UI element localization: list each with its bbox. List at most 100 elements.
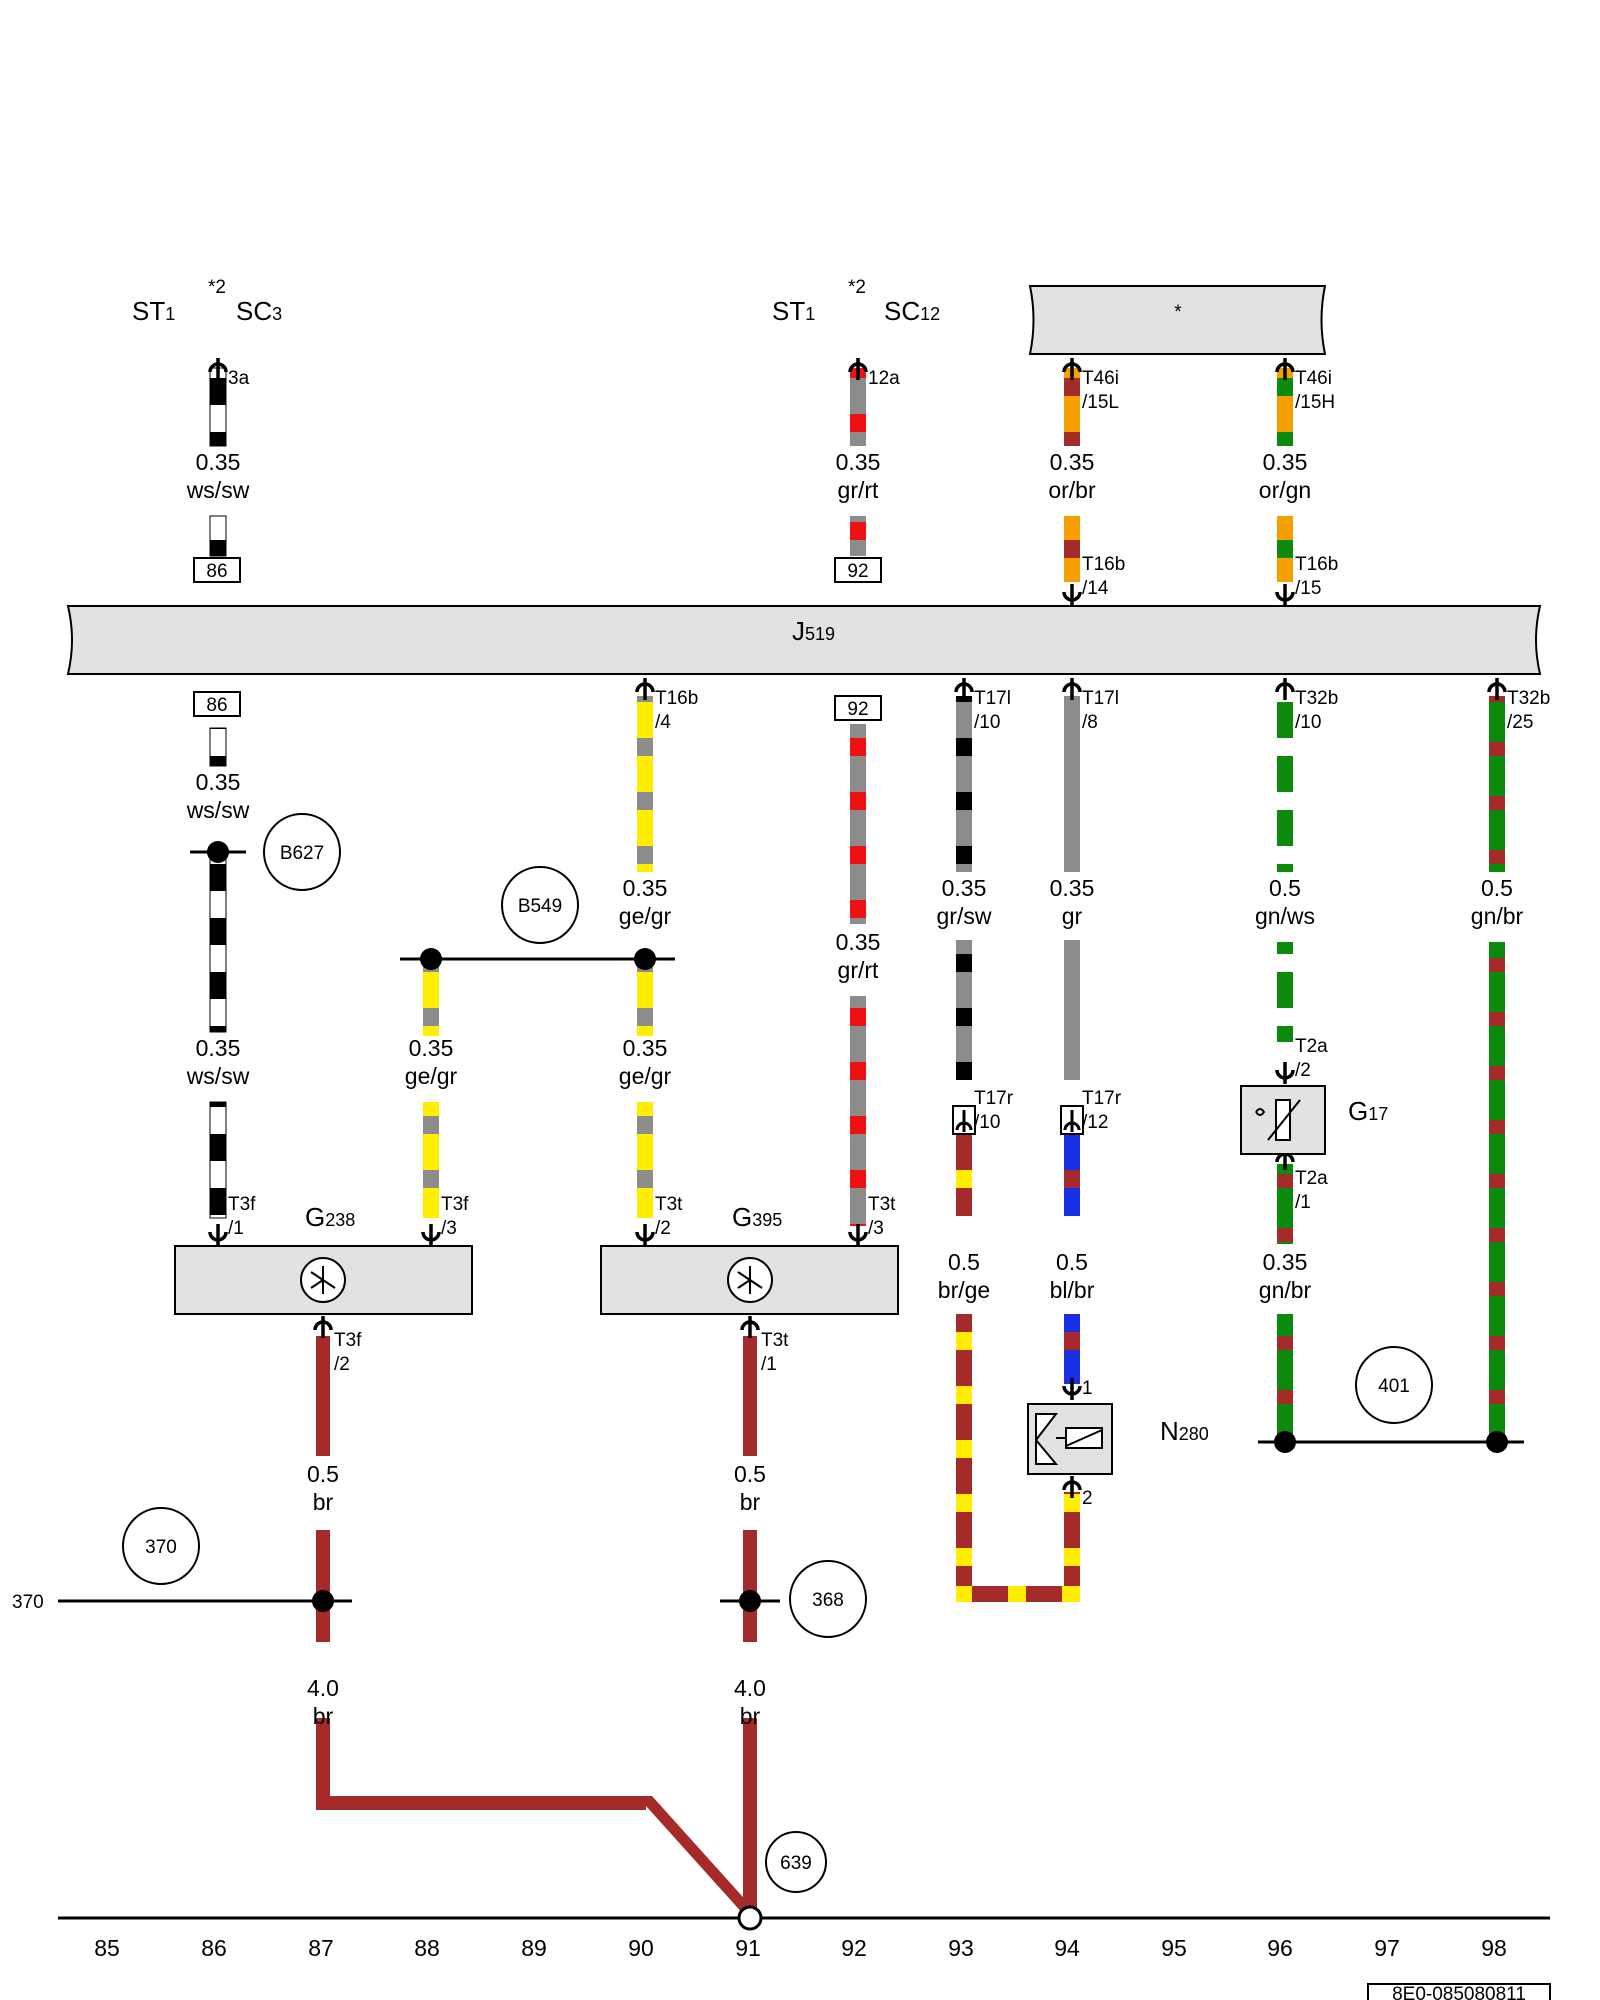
svg-text:br/ge: br/ge [938,1277,990,1303]
svg-text:ws/sw: ws/sw [186,797,250,823]
svg-text:/8: /8 [1082,712,1098,733]
svg-text:/1: /1 [761,1354,777,1375]
source-mid-note: *2 [848,277,866,298]
svg-text:86: 86 [206,561,227,582]
svg-text:or/br: or/br [1048,477,1096,503]
thin-lines [58,850,1550,1920]
svg-text:T17r: T17r [1082,1088,1122,1109]
svg-text:T2a: T2a [1295,1036,1328,1057]
svg-text:gn/br: gn/br [1471,903,1524,929]
svg-text:T32b: T32b [1295,688,1338,709]
svg-text:0.35: 0.35 [196,1035,241,1061]
svg-text:92: 92 [847,699,868,720]
svg-text:0.35: 0.35 [1263,1249,1308,1275]
source-left-note: *2 [208,277,226,298]
ref-b549: B549 [501,866,579,944]
svg-text:T2a: T2a [1295,1168,1328,1189]
svg-text:/15L: /15L [1082,392,1119,413]
document-code: 8E0-085080811 [1367,1983,1551,2000]
svg-text:0.35: 0.35 [836,449,881,475]
star-component-box [1028,285,1327,355]
svg-text:/12: /12 [1082,1112,1108,1133]
svg-text:/2: /2 [655,1218,671,1239]
svg-text:86: 86 [201,1935,227,1961]
sensor-g238 [174,1245,473,1315]
svg-text:95: 95 [1161,1935,1187,1961]
svg-text:370: 370 [145,1537,177,1558]
pin-labels: 3a 12a T46i/15L T46i/15H T16b/14 T16b/15… [228,368,1550,1509]
svg-text:0.5: 0.5 [734,1461,766,1487]
svg-text:gn/ws: gn/ws [1255,903,1315,929]
svg-text:0.35: 0.35 [1263,449,1308,475]
ref-370: 370 [122,1507,200,1585]
source-left-sc: SC3 [236,296,282,326]
svg-text:0.35: 0.35 [1050,875,1095,901]
svg-text:gr/rt: gr/rt [838,477,880,503]
svg-text:/15: /15 [1295,578,1321,599]
svg-text:br: br [740,1703,761,1729]
svg-text:92: 92 [841,1935,867,1961]
svg-text:ge/gr: ge/gr [619,903,672,929]
svg-text:/3: /3 [868,1218,884,1239]
splice-points [207,841,1508,1612]
svg-text:gr/rt: gr/rt [838,957,880,983]
svg-text:85: 85 [94,1935,120,1961]
ecu-j519-label: J519 [792,616,835,646]
svg-text:ws/sw: ws/sw [186,477,250,503]
svg-text:0.35: 0.35 [1050,449,1095,475]
pin-box-86-top: 86 [193,557,241,583]
svg-text:1: 1 [1082,1378,1093,1399]
source-left-st: ST1 [132,296,175,326]
svg-text:0.5: 0.5 [1481,875,1513,901]
svg-text:/10: /10 [974,1112,1000,1133]
svg-text:0.5: 0.5 [1056,1249,1088,1275]
svg-text:0.5: 0.5 [307,1461,339,1487]
svg-text:T16b: T16b [655,688,698,709]
sensor-g17-label: G17 [1348,1096,1388,1126]
svg-text:bl/br: bl/br [1050,1277,1095,1303]
svg-text:T32b: T32b [1507,688,1550,709]
svg-text:gn/br: gn/br [1259,1277,1312,1303]
svg-text:/1: /1 [1295,1192,1311,1213]
left-ref-370: 370 [12,1592,44,1613]
svg-text:0.35: 0.35 [942,875,987,901]
svg-text:93: 93 [948,1935,974,1961]
svg-text:0.5: 0.5 [948,1249,980,1275]
svg-text:or/gn: or/gn [1259,477,1311,503]
svg-text:4.0: 4.0 [307,1675,339,1701]
source-mid-sc: SC12 [884,296,940,326]
ref-401: 401 [1355,1346,1433,1424]
svg-text:/25: /25 [1507,712,1533,733]
svg-text:94: 94 [1054,1935,1080,1961]
svg-text:T17l: T17l [974,688,1011,709]
wire-segments [209,367,1505,1918]
svg-text:92: 92 [847,561,868,582]
svg-text:gr: gr [1062,903,1083,929]
svg-text:B627: B627 [280,843,324,864]
svg-text:br: br [313,1489,334,1515]
svg-text:401: 401 [1378,1376,1410,1397]
svg-text:97: 97 [1374,1935,1400,1961]
svg-text:12a: 12a [868,368,900,389]
svg-text:T3f: T3f [441,1194,469,1215]
star-component-label: * [1174,302,1182,323]
connector-t17r-12-symbol [1060,1105,1084,1135]
svg-text:T17l: T17l [1082,688,1119,709]
svg-text:T3t: T3t [761,1330,789,1351]
svg-text:T16b: T16b [1295,554,1338,575]
svg-text:br: br [740,1489,761,1515]
ref-368: 368 [789,1560,867,1638]
connector-t17r-10-symbol [952,1105,976,1135]
svg-text:/10: /10 [1295,712,1321,733]
svg-text:91: 91 [735,1935,761,1961]
sensor-g17 [1240,1085,1326,1155]
svg-text:0.35: 0.35 [836,929,881,955]
svg-text:0.35: 0.35 [409,1035,454,1061]
svg-text:0.5: 0.5 [1269,875,1301,901]
svg-text:T16b: T16b [1082,554,1125,575]
svg-text:88: 88 [414,1935,440,1961]
svg-text:4.0: 4.0 [734,1675,766,1701]
svg-text:/14: /14 [1082,578,1109,599]
svg-text:T17r: T17r [974,1088,1014,1109]
